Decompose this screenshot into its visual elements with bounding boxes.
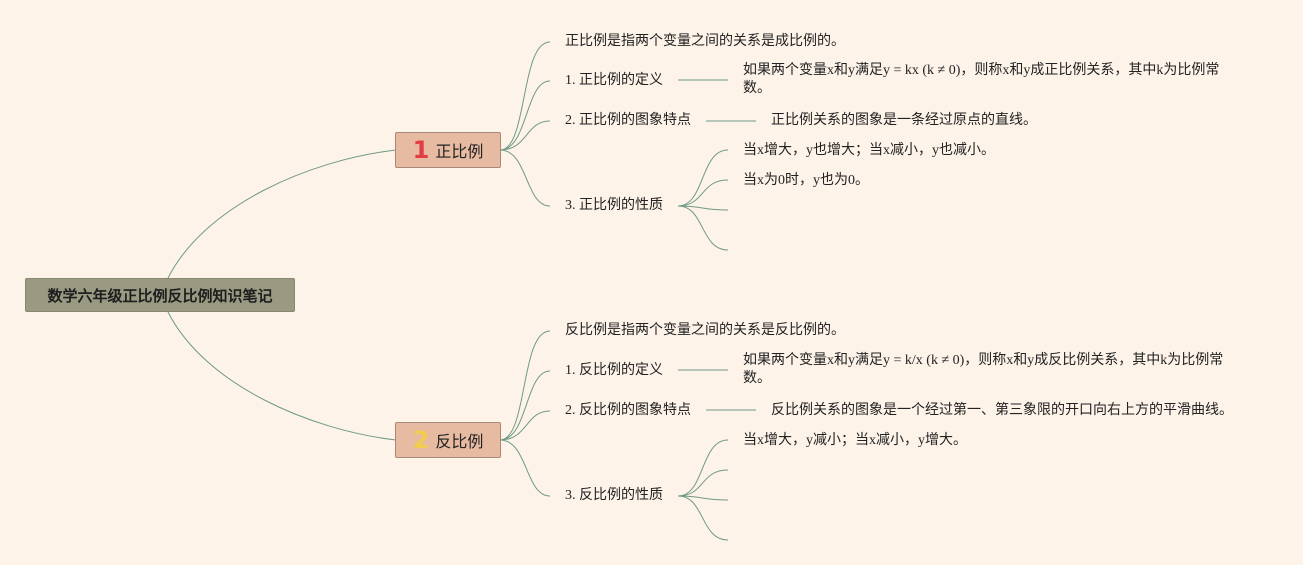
b1-graph-text[interactable]: 正比例关系的图象是一条经过原点的直线。 bbox=[771, 113, 1037, 128]
connector-b2-prop-1 bbox=[677, 439, 729, 497]
branch-topic-inverse-proportion[interactable]: 2 反比例 bbox=[395, 422, 501, 458]
b2-graph-text[interactable]: 反比例关系的图象是一个经过第一、第三象限的开口向右上方的平滑曲线。 bbox=[771, 403, 1233, 418]
connector-b1-prop-1 bbox=[677, 149, 729, 207]
connector-root-branch-2 bbox=[167, 311, 397, 441]
connector-b2-intro bbox=[499, 330, 551, 441]
b1-properties-label[interactable]: 3. 正比例的性质 bbox=[565, 198, 663, 213]
b1-property-item[interactable]: 当x增大，y也增大；当x减小，y也减小。 bbox=[743, 143, 995, 158]
b1-graph-label[interactable]: 2. 正比例的图象特点 bbox=[565, 113, 691, 128]
branch-title: 反比例 bbox=[435, 432, 484, 451]
connector-b1-prop-2 bbox=[677, 179, 729, 207]
b1-intro-node[interactable]: 正比例是指两个变量之间的关系是成比例的。 bbox=[565, 34, 845, 49]
root-topic[interactable]: 数学六年级正比例反比例知识笔记 bbox=[25, 278, 295, 312]
root-title: 数学六年级正比例反比例知识笔记 bbox=[47, 286, 273, 305]
connector-b1-prop-4 bbox=[677, 205, 729, 251]
b2-graph-label[interactable]: 2. 反比例的图象特点 bbox=[565, 403, 691, 418]
b1-definition-text[interactable]: 如果两个变量x和y满足y = kx (k ≠ 0)，则称x和y成正比例关系，其中… bbox=[743, 63, 1220, 96]
number-two-badge-icon: 2 bbox=[412, 426, 430, 454]
connector-b1-definition bbox=[499, 80, 551, 151]
connector-root-branch-1 bbox=[167, 149, 397, 279]
number-one-badge-icon: 1 bbox=[412, 136, 430, 164]
connector-b2-properties bbox=[499, 439, 551, 497]
b2-intro-node[interactable]: 反比例是指两个变量之间的关系是反比例的。 bbox=[565, 323, 845, 338]
connector-b2-definition bbox=[499, 370, 551, 441]
b2-definition-label[interactable]: 1. 反比例的定义 bbox=[565, 363, 663, 378]
connector-b2-prop-3 bbox=[677, 495, 729, 501]
connector-b1-graph bbox=[499, 120, 551, 151]
branch-topic-direct-proportion[interactable]: 1 正比例 bbox=[395, 132, 501, 168]
connector-b2-graph bbox=[499, 410, 551, 441]
connector-b2-prop-4 bbox=[677, 495, 729, 541]
b1-property-item[interactable]: 当x为0时，y也为0。 bbox=[743, 173, 869, 188]
b2-properties-label[interactable]: 3. 反比例的性质 bbox=[565, 488, 663, 503]
b2-property-item[interactable]: 当x增大，y减小；当x减小，y增大。 bbox=[743, 433, 967, 448]
branch-title: 正比例 bbox=[435, 142, 484, 161]
b2-definition-text[interactable]: 如果两个变量x和y满足y = k/x (k ≠ 0)，则称x和y成反比例关系，其… bbox=[743, 353, 1224, 386]
connector-b1-properties bbox=[499, 149, 551, 207]
connector-b2-prop-2 bbox=[677, 469, 729, 497]
connector-b1-intro bbox=[499, 41, 551, 151]
b1-definition-label[interactable]: 1. 正比例的定义 bbox=[565, 73, 663, 88]
connector-b1-prop-3 bbox=[677, 205, 729, 211]
